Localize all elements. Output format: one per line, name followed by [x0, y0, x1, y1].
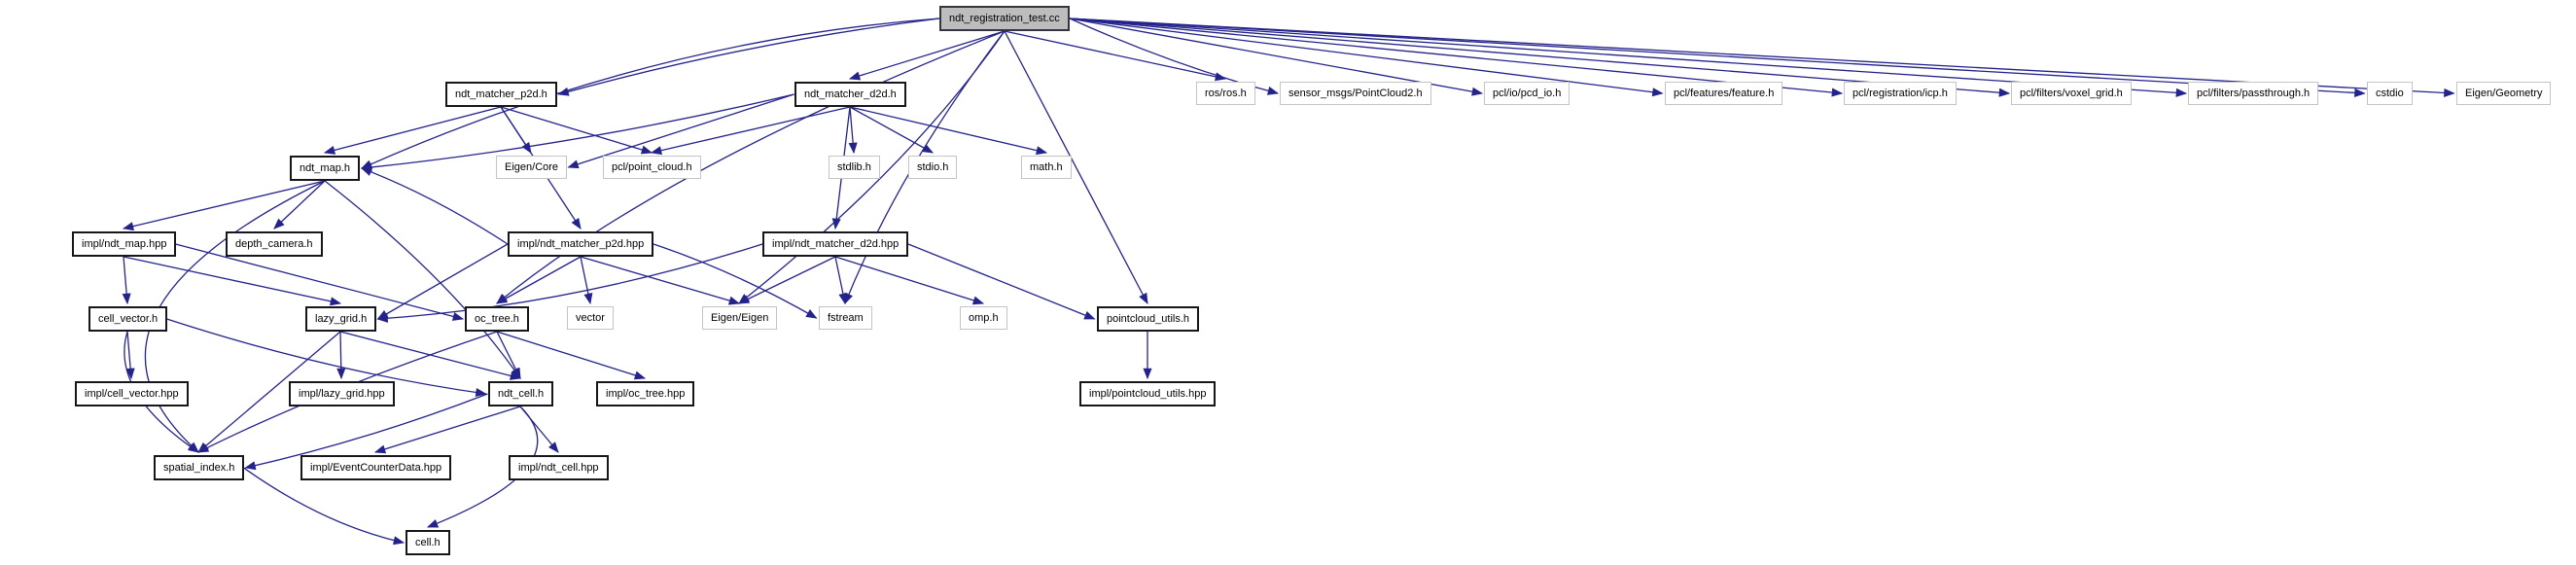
graph-node-oc-tree-h[interactable]: oc_tree.h: [465, 306, 529, 332]
graph-edge: [244, 393, 488, 471]
graph-edge: [650, 106, 851, 156]
graph-node-eigen-eigen: Eigen/Eigen: [702, 306, 778, 330]
graph-edge: [166, 318, 487, 398]
graph-node-pcl-point-cloud-h: pcl/point_cloud.h: [603, 156, 701, 179]
graph-node-pcl-filters-voxel-grid-h: pcl/filters/voxel_grid.h: [2011, 82, 2132, 105]
graph-node-impl-oc-tree-hpp[interactable]: impl/oc_tree.hpp: [596, 381, 695, 406]
graph-edge: [580, 256, 593, 305]
graph-node-impl-ndt-matcher-p2d-hpp[interactable]: impl/ndt_matcher_p2d.hpp: [508, 231, 654, 257]
graph-edge: [122, 180, 326, 231]
graph-node-ndt-registration-test-cc[interactable]: ndt_registration_test.cc: [939, 6, 1070, 31]
graph-edge: [849, 106, 1048, 156]
graph-node-fstream: fstream: [819, 306, 872, 330]
graph-edge: [580, 256, 741, 305]
graph-node-pcl-features-feature-h: pcl/features/feature.h: [1665, 82, 1783, 105]
graph-node-pcl-io-pcd-io-h: pcl/io/pcd_io.h: [1484, 82, 1570, 105]
graph-edge: [373, 406, 521, 454]
graph-edge: [175, 243, 465, 321]
graph-edge: [557, 18, 940, 96]
graph-node-cell-vector-h[interactable]: cell_vector.h: [88, 306, 168, 332]
graph-edge: [907, 243, 1096, 320]
graph-edge: [197, 331, 341, 453]
graph-node-stdio-h: stdio.h: [908, 156, 958, 179]
graph-edge: [360, 18, 940, 169]
graph-edge: [125, 331, 135, 380]
graph-node-depth-camera-h[interactable]: depth_camera.h: [226, 231, 323, 257]
graph-node-spatial-index-h[interactable]: spatial_index.h: [154, 455, 245, 480]
graph-edge: [1004, 30, 1227, 82]
graph-edge: [360, 93, 794, 172]
graph-edge: [144, 180, 326, 453]
graph-edge: [834, 256, 848, 305]
graph-node-math-h: math.h: [1021, 156, 1072, 179]
graph-edge: [500, 106, 653, 155]
graph-edge: [848, 106, 858, 155]
graph-node-eigen-geometry: Eigen/Geometry: [2456, 82, 2552, 105]
graph-edge: [376, 243, 509, 320]
graph-node-impl-ndt-map-hpp[interactable]: impl/ndt_map.hpp: [72, 231, 177, 257]
graph-edge: [323, 106, 502, 155]
graph-node-impl-pointcloud-utils-hpp[interactable]: impl/pointcloud_utils.hpp: [1079, 381, 1217, 406]
graph-edge: [567, 93, 794, 169]
graph-node-stdlib-h: stdlib.h: [829, 156, 880, 179]
graph-node-ros-ros-h: ros/ros.h: [1196, 82, 1255, 105]
graph-edge: [324, 180, 521, 379]
graph-node-sensor-msgs-pointcloud2-h: sensor_msgs/PointCloud2.h: [1280, 82, 1431, 105]
graph-node-impl-lazy-grid-hpp[interactable]: impl/lazy_grid.hpp: [289, 381, 395, 406]
graph-edge: [496, 30, 1006, 304]
graph-edge: [273, 180, 326, 230]
graph-node-impl-ndt-matcher-d2d-hpp[interactable]: impl/ndt_matcher_d2d.hpp: [762, 231, 909, 257]
graph-node-ndt-cell-h[interactable]: ndt_cell.h: [488, 381, 554, 406]
graph-edge: [496, 331, 647, 380]
graph-node-cell-h[interactable]: cell.h: [406, 530, 450, 555]
graph-node-lazy-grid-h[interactable]: lazy_grid.h: [305, 306, 377, 332]
graph-node-ndt-matcher-d2d-h[interactable]: ndt_matcher_d2d.h: [794, 82, 906, 107]
graph-node-pcl-filters-passthrough-h: pcl/filters/passthrough.h: [2188, 82, 2319, 105]
graph-edge: [336, 331, 346, 380]
graph-edge: [360, 167, 509, 245]
graph-node-pcl-registration-icp-h: pcl/registration/icp.h: [1844, 82, 1957, 105]
graph-edge: [849, 106, 934, 154]
graph-node-impl-cell-vector-hpp[interactable]: impl/cell_vector.hpp: [75, 381, 189, 406]
graph-node-vector: vector: [567, 306, 614, 330]
graph-edge: [834, 256, 985, 305]
graph-node-impl-eventcounterdata-hpp[interactable]: impl/EventCounterData.hpp: [300, 455, 452, 480]
graph-edge: [848, 30, 1006, 81]
graph-node-omp-h: omp.h: [960, 306, 1007, 330]
graph-edge: [496, 331, 521, 380]
graph-edge: [1069, 18, 1664, 97]
graph-edge: [496, 256, 582, 304]
graph-node-pointcloud-utils-h[interactable]: pointcloud_utils.h: [1097, 306, 1200, 332]
graph-edge: [1069, 18, 2366, 97]
graph-edge: [1004, 30, 1148, 305]
graph-edge: [243, 467, 406, 546]
graph-node-impl-ndt-cell-hpp[interactable]: impl/ndt_cell.hpp: [509, 455, 609, 480]
graph-edge: [653, 243, 818, 319]
graph-node-ndt-matcher-p2d-h[interactable]: ndt_matcher_p2d.h: [445, 82, 557, 107]
graph-edge: [376, 243, 763, 323]
graph-node-ndt-map-h[interactable]: ndt_map.h: [290, 156, 360, 181]
graph-edge: [123, 256, 342, 306]
graph-node-eigen-core: Eigen/Core: [496, 156, 568, 179]
graph-edge: [122, 256, 131, 305]
graph-node-cstdio: cstdio: [2367, 82, 2413, 105]
graph-edge: [737, 256, 836, 304]
